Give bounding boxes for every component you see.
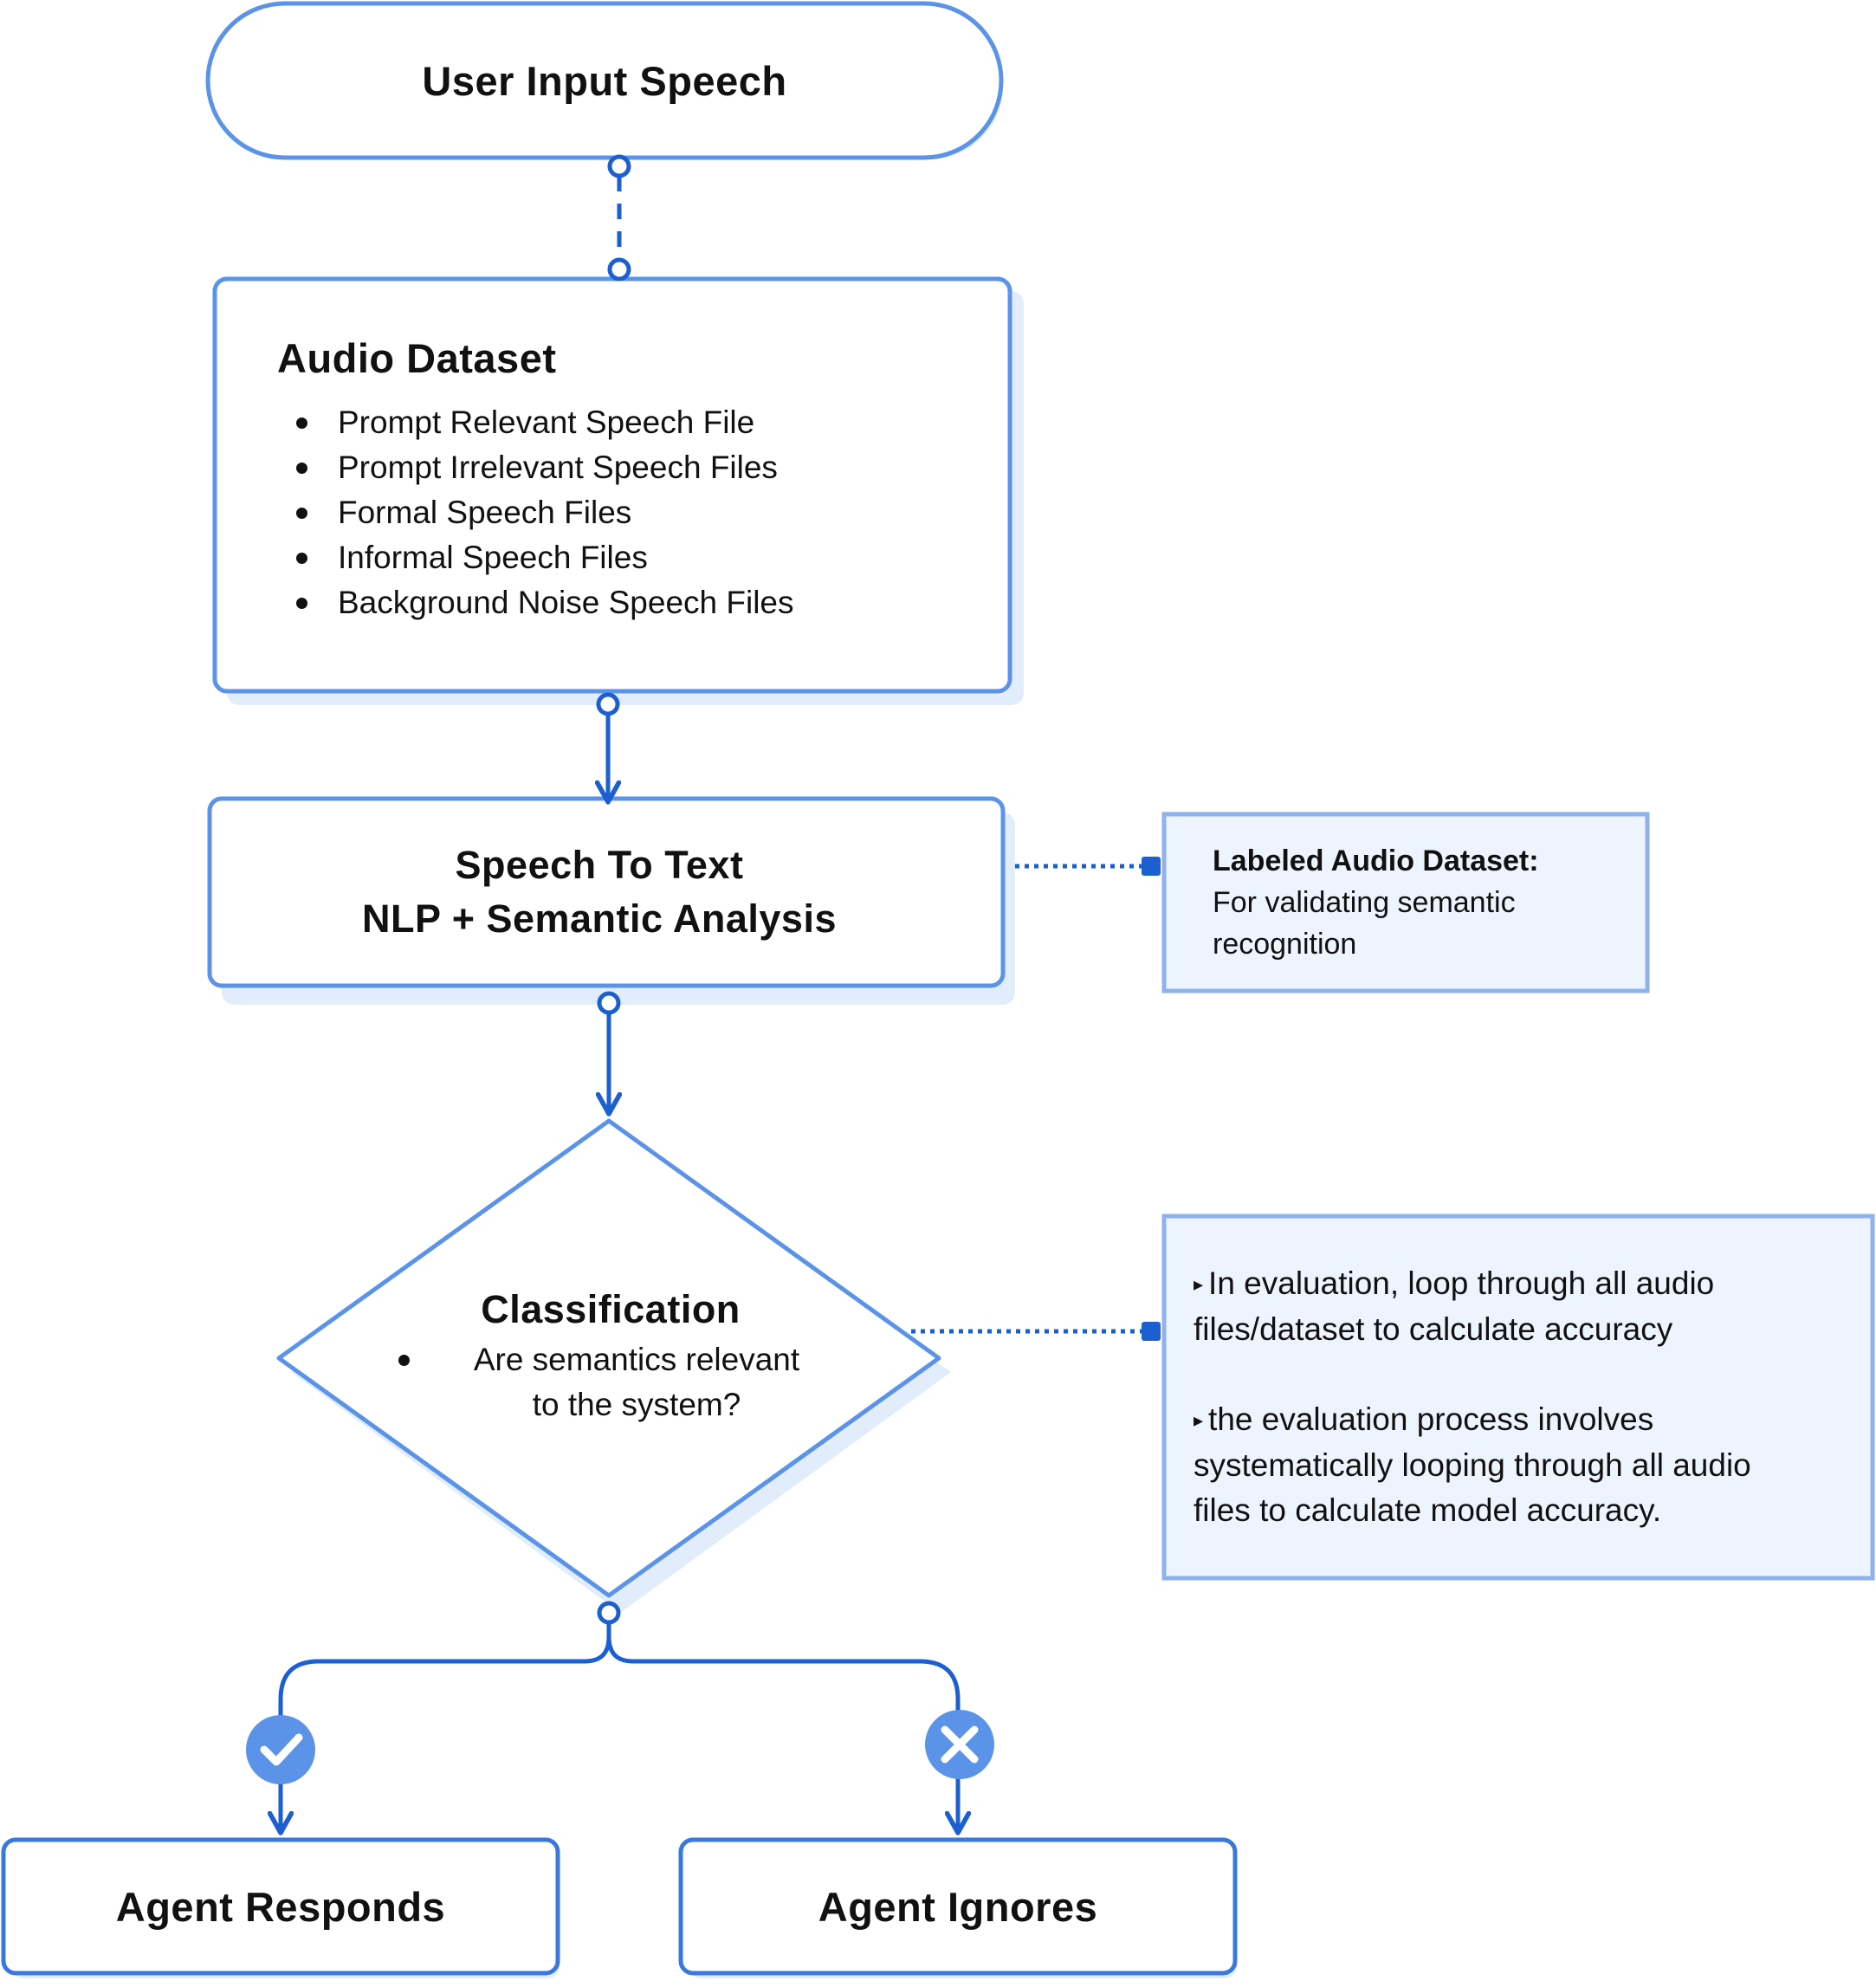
- speech-to-text-label: Speech To Text NLP + Semantic Analysis: [210, 838, 989, 946]
- cross-icon: [925, 1710, 994, 1779]
- labeled-dataset-note-text: Labeled Audio Dataset: For validating se…: [1213, 840, 1628, 965]
- bullet-dot: [398, 1355, 410, 1366]
- connector-branches: [281, 1601, 958, 1833]
- labeled-dataset-note: [1161, 812, 1650, 994]
- classification-title: Classification: [481, 1287, 741, 1331]
- list-item: Informal Speech Files: [286, 535, 987, 580]
- connector-stt-to-classification: [599, 991, 618, 1114]
- evaluation-paragraph-1: ▸In evaluation, loop through all audio f…: [1194, 1261, 1860, 1352]
- evaluation-note-text: ▸In evaluation, loop through all audio f…: [1194, 1261, 1860, 1533]
- note-line: In evaluation, loop through all audio: [1208, 1265, 1715, 1301]
- audio-dataset-node: [212, 276, 1024, 705]
- connector-start-to-dataset: [607, 154, 631, 282]
- triangle-bullet-icon: ▸: [1194, 1409, 1204, 1431]
- classification-node: [276, 1118, 951, 1613]
- classification-question-line1: Are semantics relevant: [473, 1342, 800, 1377]
- speech-to-text-node: [207, 796, 1015, 1005]
- start-node: [205, 1, 1004, 160]
- agent-ignores-node: [678, 1837, 1238, 1978]
- list-item: Formal Speech Files: [286, 490, 987, 535]
- list-item: Prompt Irrelevant Speech Files: [286, 445, 987, 490]
- connector-stt-to-note: [1015, 857, 1161, 876]
- triangle-bullet-icon: ▸: [1194, 1273, 1204, 1295]
- connector-classification-to-note: [911, 1322, 1161, 1341]
- audio-dataset-content: Audio Dataset Prompt Relevant Speech Fil…: [277, 329, 987, 625]
- note-line: files/dataset to calculate accuracy: [1194, 1311, 1673, 1347]
- classification-question-line2: to the system?: [532, 1387, 741, 1422]
- list-item: Prompt Relevant Speech File: [286, 400, 987, 445]
- classification-question: Are semantics relevant to the system?: [381, 1337, 840, 1427]
- agent-responds-node: [1, 1837, 560, 1978]
- note-line: the evaluation process involves: [1208, 1401, 1654, 1437]
- agent-ignores-label: Agent Ignores: [818, 1884, 1098, 1930]
- note-heading: Labeled Audio Dataset:: [1213, 845, 1539, 877]
- connector-dataset-to-stt: [598, 692, 618, 802]
- check-icon: [246, 1715, 315, 1784]
- start-label: User Input Speech: [422, 58, 787, 104]
- note-line: files to calculate model accuracy.: [1194, 1492, 1662, 1528]
- agent-responds-label: Agent Responds: [115, 1884, 446, 1930]
- note-line: recognition: [1213, 928, 1357, 961]
- audio-dataset-list: Prompt Relevant Speech File Prompt Irrel…: [286, 400, 987, 625]
- list-item: Background Noise Speech Files: [286, 580, 987, 625]
- evaluation-note: [1161, 1214, 1875, 1581]
- note-line: For validating semantic: [1213, 886, 1516, 919]
- speech-to-text-line1: Speech To Text: [455, 843, 744, 887]
- classification-content: Classification Are semantics relevant to…: [381, 1282, 840, 1427]
- evaluation-paragraph-2: ▸the evaluation process involves systema…: [1194, 1397, 1860, 1533]
- speech-to-text-line2: NLP + Semantic Analysis: [362, 896, 837, 941]
- note-line: systematically looping through all audio: [1194, 1447, 1751, 1483]
- audio-dataset-title: Audio Dataset: [277, 335, 557, 381]
